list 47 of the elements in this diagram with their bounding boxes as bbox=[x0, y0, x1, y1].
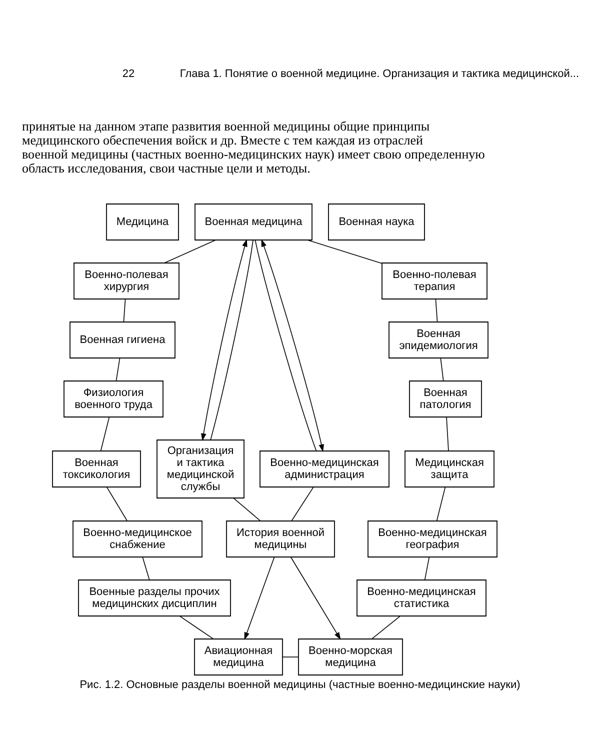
label: Глава 1. Понятие о военной медицине. Организация и тактика медицинской... bbox=[180, 67, 580, 80]
node-box: Военно-полевая терапия bbox=[382, 262, 488, 299]
connector bbox=[435, 298, 438, 322]
connector bbox=[254, 239, 317, 451]
connector bbox=[116, 357, 120, 381]
node-box: Военная наука bbox=[328, 203, 425, 240]
connector bbox=[142, 556, 150, 580]
node-box: Организация и тактика медицинской службы bbox=[156, 439, 244, 498]
caption: Рис. 1.2. Основные разделы военной медицины (частные военно-медицинские науки) bbox=[80, 678, 520, 690]
node-box: Военные разделы прочих медицинских дисциплин bbox=[78, 579, 231, 616]
connector bbox=[282, 656, 299, 657]
connector bbox=[233, 497, 261, 521]
connector bbox=[179, 615, 214, 639]
node-box: Военная медицина bbox=[194, 203, 312, 240]
node-box: Военно-медицинская география bbox=[368, 520, 498, 557]
connector bbox=[210, 239, 254, 440]
connector bbox=[100, 416, 110, 450]
node-box: Военно-медицинская администрация bbox=[260, 450, 390, 487]
node-box: Военно-морская медицина bbox=[298, 638, 403, 675]
connector bbox=[436, 486, 446, 520]
node-box: Авиационная медицина bbox=[194, 638, 283, 675]
connector bbox=[424, 556, 430, 580]
node-box: Военная токсикология bbox=[52, 450, 141, 487]
node-box: Военно-медицинское снабжение bbox=[72, 520, 202, 557]
connector bbox=[371, 615, 401, 639]
connector bbox=[164, 239, 216, 263]
node-box: Военно-полевая хирургия bbox=[74, 262, 180, 299]
node-box: Медицина bbox=[106, 203, 179, 240]
arrow bbox=[244, 556, 275, 640]
node-box: История военной медицины bbox=[226, 520, 335, 557]
node-box: Медицинская защита bbox=[404, 450, 494, 487]
label: принятые на данном этапе развития военной медицины общие принципы медицинского обеспечения войск и др. Вместе с тем каждая из отраслей военной медицины (частных военно-медицинских наук) имеет свою определенную область исследования, свои частные цели и методы. bbox=[22, 118, 485, 175]
arrow bbox=[290, 556, 341, 640]
node-box: Военная гигиена bbox=[70, 321, 176, 358]
connector bbox=[446, 416, 449, 450]
connector bbox=[123, 298, 126, 322]
connector bbox=[291, 486, 314, 520]
arrow bbox=[261, 238, 324, 452]
connector bbox=[307, 239, 382, 264]
node-box: Военная патология bbox=[409, 380, 482, 417]
connector bbox=[440, 357, 444, 381]
node-box: Военная эпидемиология bbox=[388, 321, 488, 358]
node-box: Физиология военного труда bbox=[64, 380, 164, 417]
label: 22 bbox=[122, 67, 135, 80]
arrow bbox=[201, 238, 248, 441]
node-box: Военно-медицинская статистика bbox=[356, 579, 486, 616]
connector bbox=[106, 486, 128, 520]
